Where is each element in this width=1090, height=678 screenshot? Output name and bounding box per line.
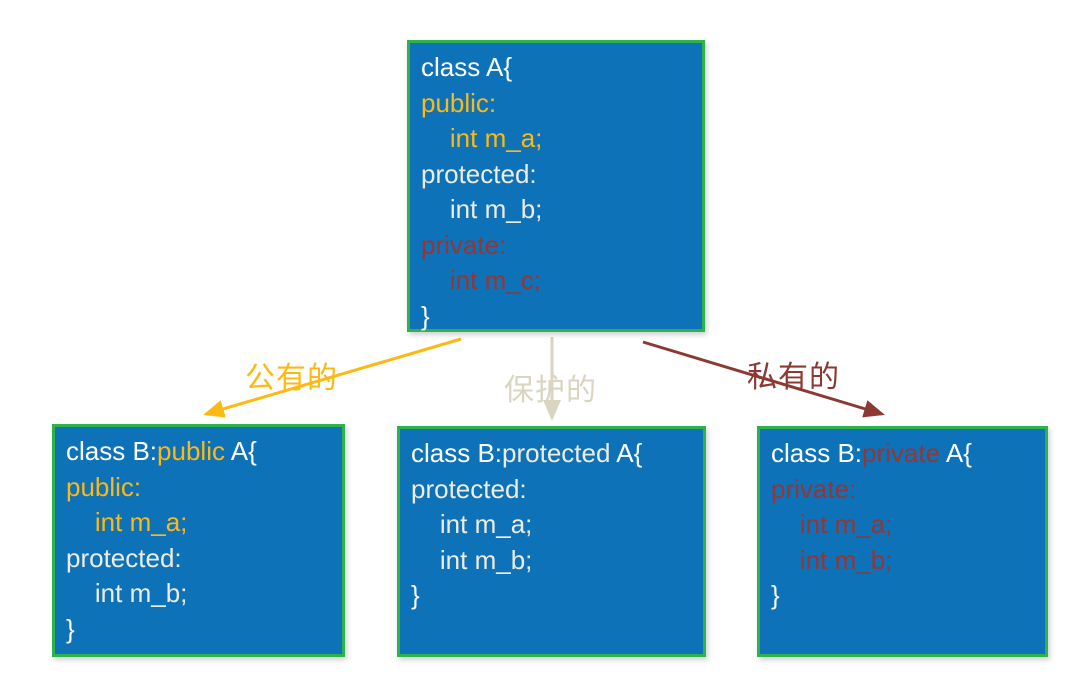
code-segment: } [771, 580, 780, 610]
code-segment: int m_a; [66, 507, 188, 537]
code-segment: int m_b; [421, 194, 543, 224]
code-segment: class B: [771, 438, 863, 468]
code-line: protected: [66, 541, 331, 577]
class-b-protected-box: class B:protected A{protected: int m_a; … [397, 426, 706, 657]
code-line: int m_a; [66, 505, 331, 541]
code-line: class B:private A{ [771, 436, 1034, 472]
code-segment: } [66, 613, 75, 644]
code-line: int m_a; [771, 507, 1034, 543]
code-line: int m_b; [411, 543, 692, 579]
code-line: int m_c; [421, 263, 691, 299]
code-line: class B:protected A{ [411, 436, 692, 472]
code-segment: public: [421, 87, 497, 118]
code-segment: A{ [940, 438, 972, 468]
code-segment: int m_a; [411, 509, 533, 539]
code-segment: int m_a; [771, 509, 893, 539]
code-segment: public: [66, 471, 142, 502]
private-arrow-label: 私有的 [747, 361, 840, 394]
public-arrow-label: 公有的 [245, 362, 338, 395]
code-segment: int m_a; [421, 123, 543, 153]
class-b-private-box: class B:private A{private: int m_a; int … [757, 426, 1048, 657]
code-segment: private [862, 438, 941, 468]
code-line: protected: [411, 472, 692, 508]
code-line: protected: [421, 157, 691, 193]
code-segment: A{ [610, 438, 643, 468]
code-segment: private: [771, 473, 857, 504]
code-line: public: [66, 470, 331, 506]
code-line: private: [421, 228, 691, 264]
code-line: int m_a; [421, 121, 691, 157]
code-segment: A{ [224, 436, 257, 466]
code-segment: int m_b; [66, 578, 188, 608]
protected-arrow-label: 保护的 [504, 374, 597, 407]
public-inheritance-arrow [203, 337, 462, 418]
code-line: public: [421, 86, 691, 122]
code-segment: class B: [411, 438, 503, 468]
code-segment: int m_b; [771, 544, 893, 575]
code-line: } [66, 612, 331, 648]
code-segment: } [411, 580, 420, 610]
code-segment: protected [502, 438, 611, 468]
code-segment: protected: [66, 542, 182, 573]
code-segment: protected: [421, 158, 537, 189]
class-a-box: class A{ public: int m_a; protected: int m… [407, 40, 705, 332]
code-line: private: [771, 472, 1034, 508]
code-line: } [421, 299, 691, 335]
code-segment: } [421, 300, 430, 331]
code-segment: int m_b; [411, 544, 533, 575]
private-inheritance-arrow [642, 340, 885, 418]
code-segment: int m_c; [421, 265, 541, 295]
code-segment: class B: [66, 436, 158, 466]
code-line: int m_b; [421, 192, 691, 228]
code-line: } [411, 578, 692, 614]
code-line: } [771, 578, 1034, 614]
code-line: int m_b; [771, 543, 1034, 579]
code-line: int m_b; [66, 576, 331, 612]
class-b-public-box: class B:public A{public: int m_a;protect… [52, 424, 345, 657]
code-line: int m_a; [411, 507, 692, 543]
code-segment: protected: [411, 473, 527, 504]
code-line: class A{ [421, 50, 691, 86]
code-segment: public [157, 436, 225, 466]
code-line: class B:public A{ [66, 434, 331, 470]
code-segment: class A{ [421, 52, 513, 82]
code-segment: private: [421, 229, 507, 260]
